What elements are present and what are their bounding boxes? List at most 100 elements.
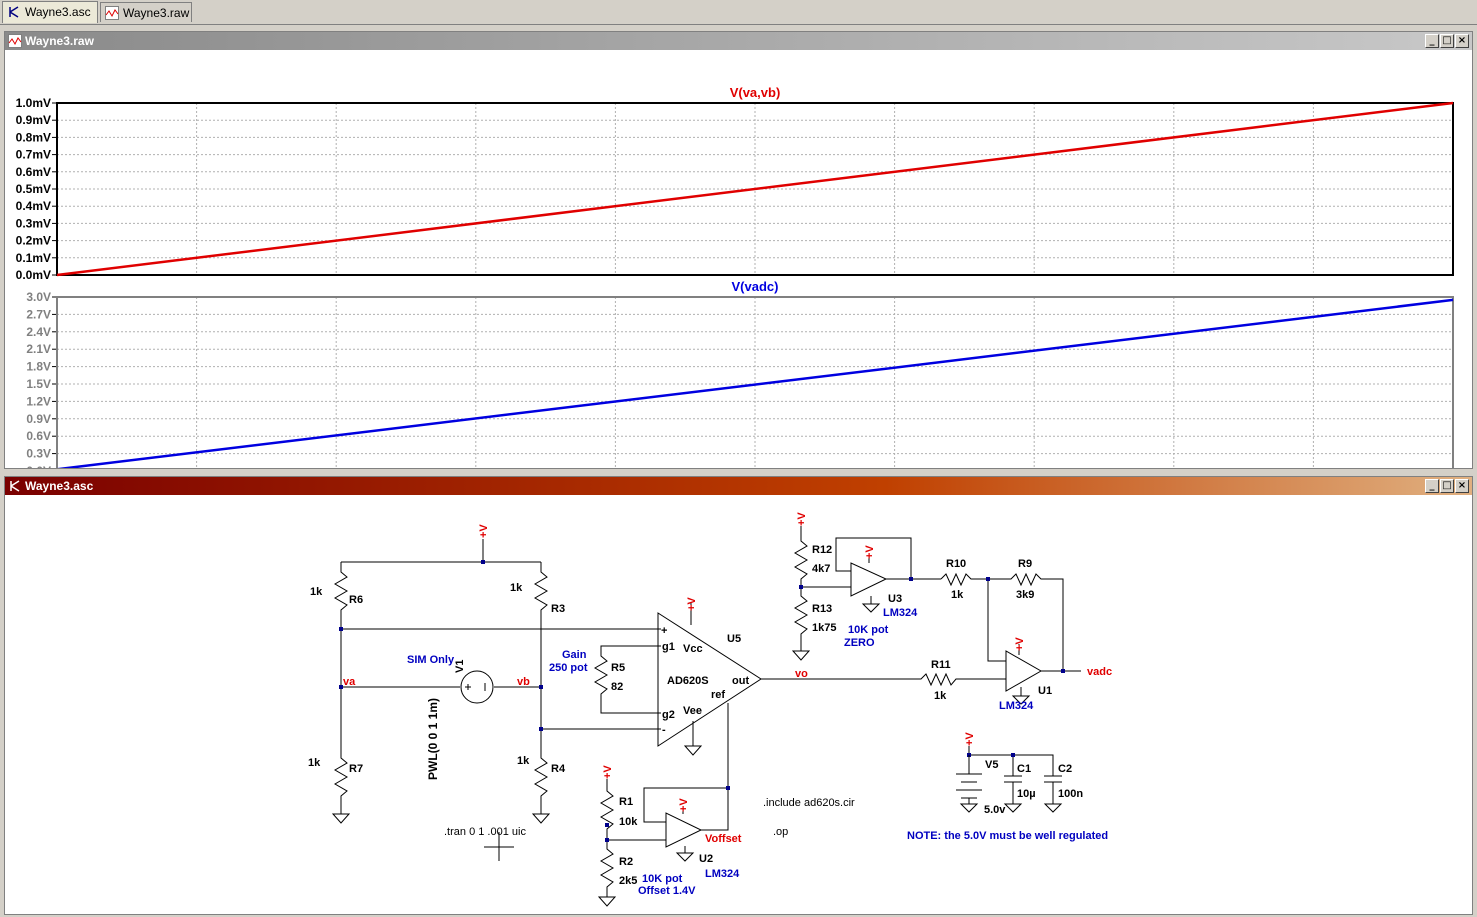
voltage-source-v1[interactable] (460, 670, 494, 704)
plot-pane-border (56, 102, 1454, 276)
resistor-r3[interactable] (534, 562, 548, 687)
svg-text:+V: +V (602, 765, 614, 779)
close-button[interactable]: × (1455, 479, 1469, 493)
opamp-u3[interactable] (850, 562, 888, 597)
resistor-r5[interactable] (594, 645, 661, 714)
svg-text:1k: 1k (951, 589, 964, 601)
minimize-button[interactable]: _ (1425, 479, 1439, 493)
tab-label: Wayne3.raw (123, 6, 190, 20)
svg-text:LM324: LM324 (883, 607, 918, 619)
svg-text:R5: R5 (611, 662, 625, 674)
resistor-r4[interactable] (534, 687, 548, 814)
svg-text:Offset 1.4V: Offset 1.4V (638, 885, 696, 897)
svg-text:+V: +V (1014, 637, 1026, 651)
trace-line[interactable] (57, 298, 1454, 468)
note-text: NOTE: the 5.0V must be well regulated (907, 830, 1108, 842)
window-title: Wayne3.raw (25, 34, 94, 48)
svg-text:U5: U5 (727, 633, 741, 645)
svg-text:g1: g1 (662, 641, 675, 653)
tab-wayne3-asc[interactable]: Wayne3.asc (2, 1, 98, 23)
svg-text:R10: R10 (946, 558, 966, 570)
resistor-r7[interactable] (334, 687, 348, 814)
opamp-u1[interactable] (1005, 650, 1043, 692)
svg-text:1k: 1k (310, 586, 323, 598)
svg-text:C1: C1 (1017, 763, 1031, 775)
minimize-button[interactable]: _ (1425, 34, 1439, 48)
restore-button[interactable]: □ (1440, 479, 1454, 493)
svg-text:2k5: 2k5 (619, 875, 637, 887)
y-tick-label: 0.2mV (16, 234, 51, 248)
svg-text:Gain: Gain (562, 649, 587, 661)
spice-directive-op[interactable]: .op (773, 826, 788, 838)
spice-directive-include[interactable]: .include ad620s.cir (763, 797, 855, 809)
svg-text:LM324: LM324 (705, 868, 740, 880)
svg-text:10µ: 10µ (1017, 788, 1036, 800)
svg-text:SIM Only: SIM Only (407, 654, 455, 666)
svg-text:82: 82 (611, 681, 623, 693)
y-tick-label: 1.5V (26, 377, 51, 391)
net-label-voffset: Voffset (705, 833, 742, 845)
svg-text:R1: R1 (619, 796, 633, 808)
svg-text:5.0v: 5.0v (984, 804, 1006, 816)
y-tick-label: 0.9mV (16, 113, 51, 127)
svg-text:+V: +V (678, 798, 690, 812)
svg-text:3k9: 3k9 (1016, 589, 1034, 601)
resistor-r11[interactable] (761, 672, 1006, 687)
svg-text:R4: R4 (551, 763, 566, 775)
net-label-vo: vo (795, 668, 808, 680)
y-tick-label: 2.7V (26, 307, 51, 321)
svg-text:R11: R11 (931, 659, 951, 671)
svg-text:1k: 1k (308, 757, 321, 769)
y-tick-label: 1.8V (26, 360, 51, 374)
capacitor-c2[interactable] (1043, 775, 1063, 813)
svg-text:Vcc: Vcc (683, 643, 703, 655)
svg-text:250 pot: 250 pot (549, 662, 588, 674)
svg-text:U3: U3 (888, 593, 902, 605)
net-label-vadc: vadc (1087, 666, 1112, 678)
capacitor-c1[interactable] (1003, 775, 1023, 813)
svg-text:ZERO: ZERO (844, 637, 875, 649)
svg-text:-: - (662, 724, 666, 736)
schematic-icon (9, 6, 19, 18)
restore-button[interactable]: □ (1440, 34, 1454, 48)
y-tick-label: 1.0mV (16, 96, 51, 110)
svg-text:+V: +V (864, 545, 876, 559)
svg-text:100n: 100n (1058, 788, 1083, 800)
trace-title[interactable]: V(vadc) (732, 279, 779, 294)
y-tick-label: 0.4mV (16, 199, 51, 213)
y-tick-label: 0.6mV (16, 165, 51, 179)
schematic-canvas[interactable]: +V +V +V +V +V +V +V +V 1k R6 1k R3 1k R… (5, 496, 1472, 914)
spice-directive-tran[interactable]: .tran 0 1 .001 uic (444, 826, 526, 838)
plot-grid (57, 297, 1453, 468)
inamp-u5[interactable] (657, 612, 762, 747)
svg-text:V5: V5 (985, 759, 998, 771)
svg-text:out: out (732, 675, 749, 687)
y-tick-label: 0.3V (26, 447, 51, 461)
y-tick-label: 0.6V (26, 429, 51, 443)
trace-line[interactable] (56, 101, 1454, 277)
wire (341, 539, 541, 563)
waveform-plot-area[interactable]: 0.0mV0.1mV0.2mV0.3mV0.4mV0.5mV0.6mV0.7mV… (5, 51, 1472, 468)
svg-text:U2: U2 (699, 853, 713, 865)
opamp-u2[interactable] (665, 812, 703, 848)
wire (968, 746, 1054, 776)
y-tick-label: 0.7mV (16, 148, 51, 162)
close-button[interactable]: × (1455, 34, 1469, 48)
resistor-r10-r9[interactable] (940, 572, 1064, 671)
svg-text:10k: 10k (619, 816, 638, 828)
svg-text:R2: R2 (619, 856, 633, 868)
schematic-window-titlebar[interactable]: Wayne3.asc _ □ × (5, 477, 1472, 495)
svg-text:Vee: Vee (683, 705, 702, 717)
svg-text:U1: U1 (1038, 685, 1052, 697)
svg-text:1k: 1k (934, 690, 947, 702)
resistor-r6[interactable] (334, 562, 348, 687)
trace-title[interactable]: V(va,vb) (730, 85, 781, 100)
svg-text:R9: R9 (1018, 558, 1032, 570)
svg-text:R3: R3 (551, 603, 565, 615)
ground-icon (791, 650, 811, 661)
svg-text:AD620S: AD620S (667, 675, 709, 687)
tab-wayne3-raw[interactable]: Wayne3.raw (100, 2, 192, 22)
tab-bar: Wayne3.asc Wayne3.raw (0, 0, 1477, 25)
plot-window-titlebar[interactable]: Wayne3.raw _ □ × (5, 32, 1472, 50)
battery-v5[interactable] (956, 755, 982, 804)
